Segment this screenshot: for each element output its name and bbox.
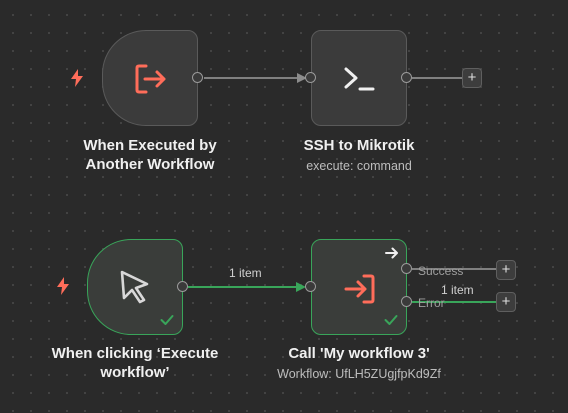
node-title: Call 'My workflow 3' — [288, 345, 430, 362]
node-title: When Executed by Another Workflow — [83, 137, 217, 173]
node-subtitle: Workflow: UfLH5ZUgjfpKd9Zf — [277, 367, 441, 381]
node-when-clicking-execute-workflow[interactable] — [87, 239, 183, 335]
trigger-bolt-icon — [56, 277, 70, 300]
terminal-icon — [344, 67, 375, 91]
success-check-icon — [160, 315, 174, 325]
output-label-success: Success — [418, 264, 464, 278]
add-node-button[interactable]: + — [496, 260, 516, 280]
node-when-executed-by-another-workflow[interactable] — [102, 30, 198, 126]
arrow-right-icon — [385, 247, 398, 259]
sign-in-icon — [344, 274, 375, 304]
sign-in-icon — [135, 64, 166, 94]
output-handle[interactable] — [177, 281, 188, 292]
output-handle-error[interactable] — [401, 296, 412, 307]
output-label-error: Error — [418, 296, 445, 310]
success-check-icon — [384, 315, 398, 325]
node-subtitle: execute: command — [306, 159, 412, 173]
output-handle-success[interactable] — [401, 263, 412, 274]
input-handle[interactable] — [305, 281, 316, 292]
add-node-button[interactable]: + — [462, 68, 482, 88]
trigger-bolt-icon — [70, 69, 84, 92]
node-title: SSH to Mikrotik — [303, 137, 415, 154]
node-ssh-to-mikrotik[interactable] — [311, 30, 407, 126]
output-handle[interactable] — [401, 72, 412, 83]
cursor-icon — [120, 270, 149, 304]
node-call-my-workflow-3[interactable] — [311, 239, 407, 335]
output-handle[interactable] — [192, 72, 203, 83]
connection-arrowhead — [297, 73, 307, 83]
connection-arrowhead-success — [296, 282, 306, 292]
node-title: When clicking ‘Execute workflow’ — [51, 345, 219, 381]
input-handle[interactable] — [305, 72, 316, 83]
add-node-button[interactable]: + — [496, 292, 516, 312]
connection-item-count: 1 item — [441, 283, 474, 297]
connection-item-count: 1 item — [229, 266, 262, 280]
